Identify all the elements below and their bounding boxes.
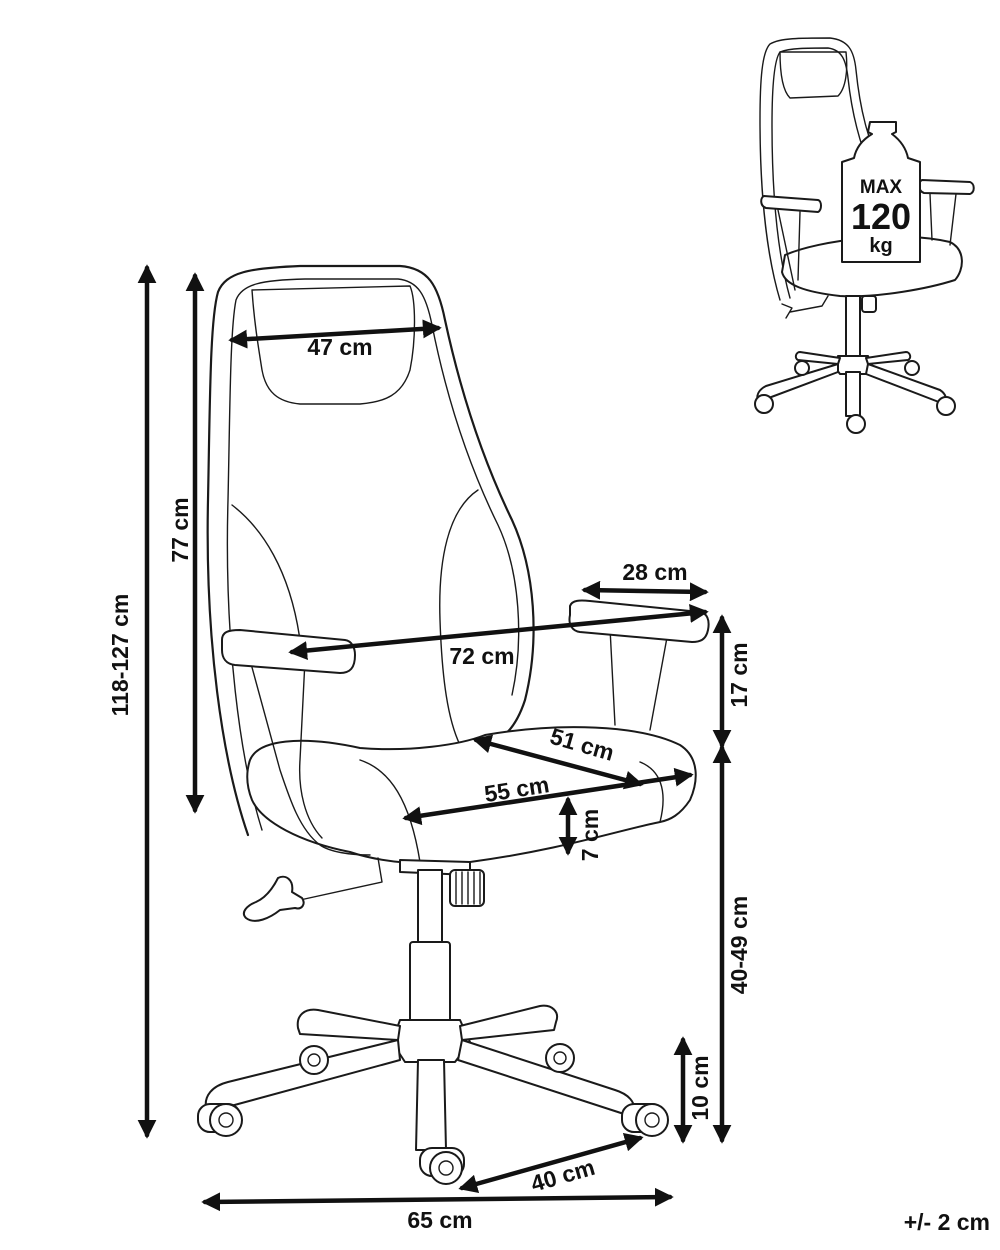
right-arm-support-2 <box>649 631 669 731</box>
headrest-width-arrow <box>228 319 442 349</box>
inset-left-arm-support <box>777 209 801 291</box>
castor-left-back <box>299 1045 329 1075</box>
max-load-badge: MAX 120 kg <box>841 121 921 263</box>
load-badge-value: 120 <box>851 196 911 237</box>
base-leg-left-back <box>296 1008 401 1041</box>
base-width-arrow <box>201 1187 674 1212</box>
base-leg-arrow <box>458 1132 644 1194</box>
inset-tilt-knob <box>861 295 877 313</box>
inset-castor-front <box>846 414 866 434</box>
armrest-height-label: 17 cm <box>726 642 752 707</box>
seat-thickness-label: 7 cm <box>577 809 603 861</box>
castor-height-label: 10 cm <box>687 1055 713 1120</box>
headrest-width-label: 47 cm <box>307 334 372 360</box>
inset-chair-drawing <box>754 37 975 434</box>
armrest-width-label: 72 cm <box>449 643 514 669</box>
inset-castor-back-left <box>794 360 810 376</box>
armrest-width-arrow <box>288 604 709 660</box>
tilt-knob-ridges <box>455 871 481 905</box>
armrest-length-arrow <box>581 580 709 602</box>
castor-left-front <box>197 1103 243 1137</box>
inset-left-armrest <box>760 195 822 213</box>
office-chair-drawing <box>197 264 710 1185</box>
inset-castor-left <box>754 394 774 414</box>
backrest-inner-outline <box>226 278 520 831</box>
backrest-height-label: 77 cm <box>167 497 193 562</box>
base-leg-front <box>415 1059 447 1151</box>
inset-base-leg-front <box>845 371 861 417</box>
dimension-labels: 47 cm 77 cm 118-127 cm 28 cm 72 cm 17 cm… <box>107 334 990 1235</box>
tilt-knob <box>449 869 485 907</box>
seat-cushion <box>246 726 697 865</box>
seat-front-panel <box>359 759 421 863</box>
load-badge-unit: kg <box>869 235 892 257</box>
tolerance-note: +/- 2 cm <box>904 1209 990 1235</box>
inset-base-leg-back-left <box>794 351 841 365</box>
total-height-label: 118-127 cm <box>107 594 133 717</box>
load-badge-max: MAX <box>860 177 903 198</box>
inset-right-arm-support <box>929 193 957 246</box>
backrest-center-panel <box>439 489 479 746</box>
weight-icon <box>841 121 921 263</box>
gas-lift-lower <box>409 941 451 1023</box>
gas-lift-upper <box>417 869 443 943</box>
inset-right-armrest <box>918 179 975 195</box>
height-lever <box>299 857 383 901</box>
left-arm-support <box>249 659 371 856</box>
castor-right-back <box>545 1043 575 1073</box>
height-lever-handle <box>242 875 305 922</box>
seat-height-label: 40-49 cm <box>726 896 752 994</box>
dimension-arrows <box>137 264 732 1212</box>
castor-right-front <box>621 1103 669 1137</box>
inset-castor-right <box>936 396 956 416</box>
inset-gas-lift <box>845 295 861 359</box>
inset-headrest <box>779 51 848 99</box>
base-leg-right-back <box>459 1004 558 1041</box>
right-arm-support <box>609 627 616 726</box>
left-armrest <box>221 629 356 674</box>
seat-width-arrow <box>402 767 694 826</box>
backrest-left-panel <box>231 504 301 641</box>
base-leg-right-front <box>457 1039 636 1115</box>
castor-front <box>419 1147 465 1185</box>
inset-base-leg-back-right <box>865 351 912 365</box>
base-width-label: 65 cm <box>407 1207 472 1233</box>
armrest-length-label: 28 cm <box>622 559 687 585</box>
inset-height-lever <box>781 295 829 319</box>
left-arm-support-2 <box>298 659 323 839</box>
inset-castor-back-right <box>904 360 920 376</box>
